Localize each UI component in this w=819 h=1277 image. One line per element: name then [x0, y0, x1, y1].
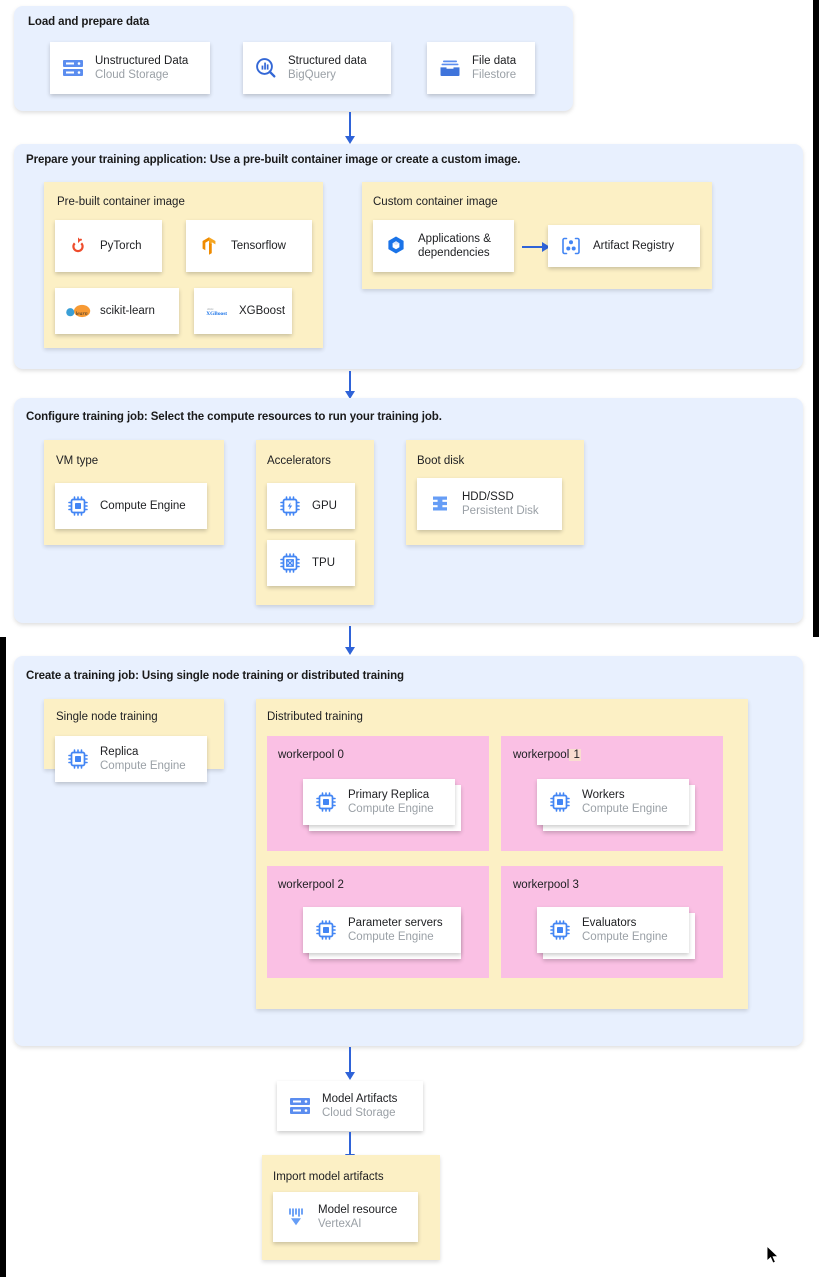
card-primary-replica[interactable]: Primary Replica Compute Engine	[303, 779, 455, 825]
card-hdd-ssd[interactable]: HDD/SSD Persistent Disk	[417, 478, 562, 530]
card-replica[interactable]: Replica Compute Engine	[55, 736, 207, 782]
card-title: Applications & dependencies	[418, 232, 491, 259]
card-title: Replica	[100, 745, 139, 758]
card-title: scikit-learn	[100, 304, 155, 317]
pool-label-workerpool-3: workerpool 3	[513, 879, 579, 891]
card-xgboost[interactable]: dmlc XGBoost XGBoost	[194, 288, 292, 334]
card-title: HDD/SSD	[462, 490, 514, 503]
pool-label-workerpool-0: workerpool 0	[278, 749, 344, 761]
card-subtitle: Compute Engine	[582, 803, 668, 815]
compute-engine-icon	[547, 917, 573, 943]
tpu-icon	[277, 550, 303, 576]
card-tpu[interactable]: TPU	[267, 540, 355, 586]
card-subtitle: Filestore	[472, 69, 517, 81]
stage-title-create: Create a training job: Using single node…	[26, 670, 404, 682]
group-label-accelerators: Accelerators	[267, 455, 331, 467]
stage-title-prepare: Prepare your training application: Use a…	[26, 154, 521, 166]
card-title: Primary Replica	[348, 788, 430, 801]
gpu-icon	[277, 493, 303, 519]
card-applications-dependencies[interactable]: Applications & dependencies	[373, 220, 514, 272]
pool-label-text: workerpool 3	[513, 879, 579, 891]
compute-engine-icon	[547, 789, 573, 815]
card-compute-engine-vm[interactable]: Compute Engine	[55, 483, 207, 529]
bigquery-icon	[253, 55, 279, 81]
card-evaluators[interactable]: Evaluators Compute Engine	[537, 907, 689, 953]
tensorflow-icon	[196, 233, 222, 259]
card-title: Parameter servers	[348, 916, 443, 929]
card-pytorch[interactable]: PyTorch	[55, 220, 162, 272]
card-workers[interactable]: Workers Compute Engine	[537, 779, 689, 825]
stage-title-load: Load and prepare data	[28, 16, 150, 28]
card-title: File data	[472, 54, 517, 67]
pool-label-workerpool-2: workerpool 2	[278, 879, 344, 891]
pool-label-text: workerpool 0	[278, 749, 344, 761]
cloud-storage-icon	[60, 55, 86, 81]
card-subtitle: Compute Engine	[582, 931, 668, 943]
card-subtitle: Compute Engine	[348, 931, 434, 943]
card-file-data[interactable]: File data Filestore	[427, 42, 535, 94]
card-subtitle: Persistent Disk	[462, 505, 539, 517]
filestore-icon	[437, 55, 463, 81]
group-label-boot-disk: Boot disk	[417, 455, 465, 467]
card-structured-data[interactable]: Structured data BigQuery	[243, 42, 391, 94]
card-tensorflow[interactable]: Tensorflow	[186, 220, 312, 272]
card-title: Artifact Registry	[593, 239, 675, 252]
pool-label-text: workerpool	[513, 749, 570, 761]
card-title: XGBoost	[239, 304, 286, 317]
left-edge-strip	[0, 637, 6, 1277]
card-title: Tensorflow	[231, 239, 286, 252]
mouse-cursor	[766, 1244, 780, 1265]
svg-text:dmlc: dmlc	[207, 307, 214, 311]
persistent-disk-icon	[427, 491, 453, 517]
group-label-single-node: Single node training	[56, 711, 158, 723]
compute-engine-icon	[313, 789, 339, 815]
card-subtitle: Compute Engine	[348, 803, 434, 815]
group-label-import-model-artifacts: Import model artifacts	[273, 1171, 384, 1183]
compute-engine-icon	[65, 746, 91, 772]
card-title: GPU	[312, 499, 337, 512]
card-subtitle: Compute Engine	[100, 760, 186, 772]
group-label-prebuilt: Pre-built container image	[57, 196, 185, 208]
card-model-resource[interactable]: Model resource VertexAI	[273, 1192, 418, 1242]
card-title: Model Artifacts	[322, 1092, 398, 1105]
card-unstructured-data[interactable]: Unstructured Data Cloud Storage	[50, 42, 210, 94]
card-title: Compute Engine	[100, 499, 186, 512]
right-edge-strip	[813, 0, 819, 637]
card-title: Structured data	[288, 54, 367, 67]
svg-text:XGBoost: XGBoost	[206, 311, 227, 317]
card-title: Workers	[582, 788, 625, 801]
card-title: Model resource	[318, 1203, 398, 1216]
card-model-artifacts[interactable]: Model Artifacts Cloud Storage	[277, 1081, 423, 1131]
artifact-registry-icon	[558, 233, 584, 259]
group-label-custom: Custom container image	[373, 196, 498, 208]
card-scikit-learn[interactable]: learn scikit-learn	[55, 288, 179, 334]
card-subtitle: Cloud Storage	[322, 1107, 396, 1119]
card-parameter-servers[interactable]: Parameter servers Compute Engine	[303, 907, 461, 953]
xgboost-icon: dmlc XGBoost	[204, 298, 230, 324]
card-subtitle: BigQuery	[288, 69, 336, 81]
card-subtitle: VertexAI	[318, 1218, 362, 1230]
card-title: Unstructured Data	[95, 54, 189, 67]
compute-engine-icon	[65, 493, 91, 519]
card-gpu[interactable]: GPU	[267, 483, 355, 529]
card-title: Evaluators	[582, 916, 637, 929]
svg-text:learn: learn	[76, 311, 88, 317]
pool-label-workerpool-1: workerpool 1	[513, 749, 581, 761]
card-artifact-registry[interactable]: Artifact Registry	[548, 225, 700, 267]
pytorch-icon	[65, 233, 91, 259]
card-title: PyTorch	[100, 239, 142, 252]
pool-label-highlight: 1	[569, 749, 581, 761]
group-label-vm-type: VM type	[56, 455, 99, 467]
scikit-learn-icon: learn	[65, 298, 91, 324]
container-icon	[383, 233, 409, 259]
cloud-storage-icon	[287, 1093, 313, 1119]
group-label-distributed: Distributed training	[267, 711, 363, 723]
card-title: TPU	[312, 556, 335, 569]
compute-engine-icon	[313, 917, 339, 943]
vertex-ai-icon	[283, 1204, 309, 1230]
card-subtitle: Cloud Storage	[95, 69, 169, 81]
stage-title-configure: Configure training job: Select the compu…	[26, 411, 442, 423]
pool-label-text: workerpool 2	[278, 879, 344, 891]
